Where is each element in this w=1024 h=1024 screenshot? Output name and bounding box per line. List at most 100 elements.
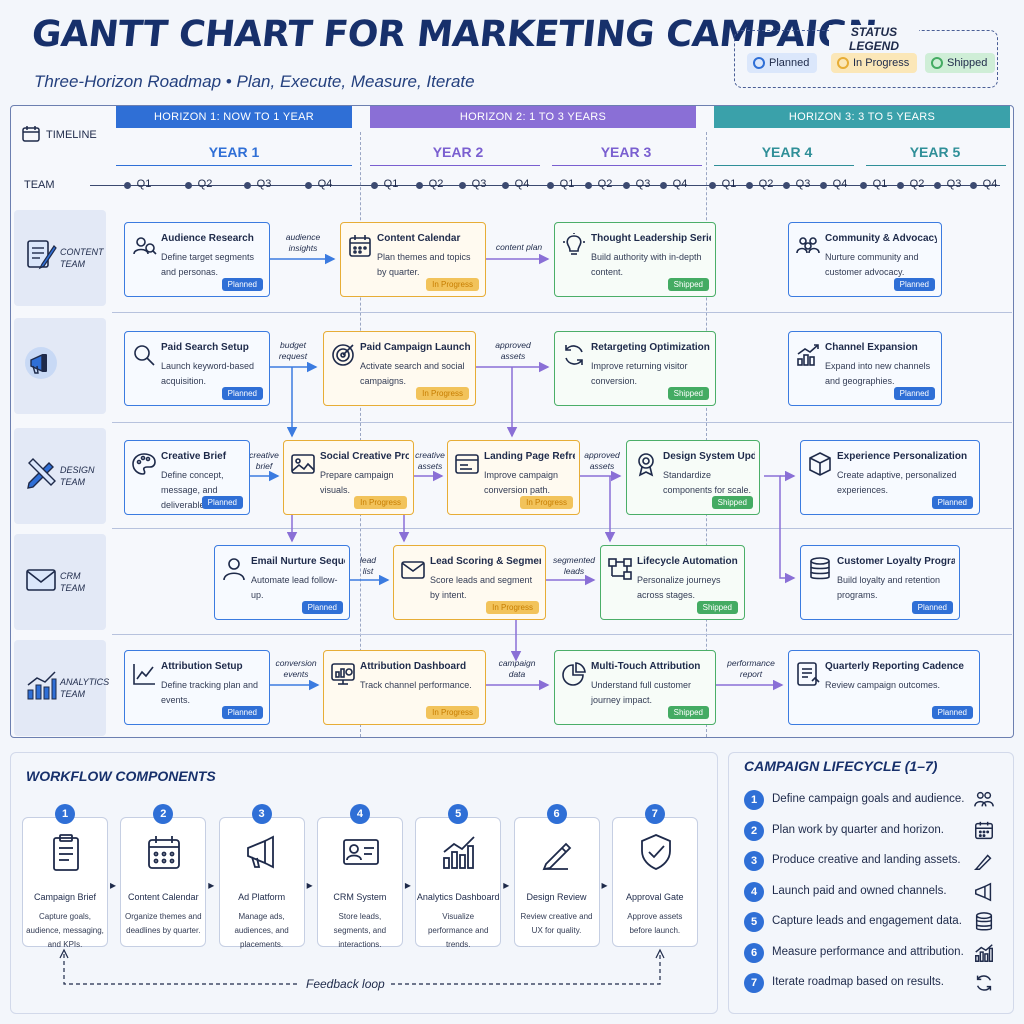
quarter-label: Q1 xyxy=(136,178,152,190)
cube-icon xyxy=(809,452,831,476)
connector-arrows xyxy=(250,253,796,691)
year-4-label: YEAR 4 xyxy=(761,144,813,160)
legend-title: STATUS LEGEND xyxy=(829,25,919,53)
growth-chart-icon xyxy=(797,344,819,366)
timeline-tick xyxy=(459,182,466,189)
legend-shipped: Shipped xyxy=(925,53,996,73)
task-card[interactable]: Design System UpdateStandardize componen… xyxy=(626,440,760,515)
team-content: CONTENT TEAM xyxy=(14,210,106,306)
status-badge: Planned xyxy=(201,496,243,509)
task-description: Score leads and segment by intent. xyxy=(430,575,533,600)
workflow-arrow-icon: ▸ xyxy=(601,878,608,892)
task-description: Track channel performance. xyxy=(360,680,472,690)
lifecycle-step-text: Capture leads and engagement data. xyxy=(772,915,962,927)
in-progress-dot-icon xyxy=(837,57,849,69)
task-title: Paid Campaign Launch xyxy=(360,342,471,353)
task-description: Expand into new channels and geographies… xyxy=(825,361,931,386)
lifecycle-step-text: Launch paid and owned channels. xyxy=(772,884,947,897)
workflow-card-title: Approval Gate xyxy=(626,892,684,902)
calendar-icon xyxy=(975,821,993,839)
megaphone-icon xyxy=(25,347,57,379)
bar-chart-icon xyxy=(27,671,57,700)
workflow-step-number: 3 xyxy=(251,804,272,824)
year-2-label: YEAR 2 xyxy=(432,144,484,160)
connector-label: conversion events xyxy=(275,658,317,679)
year-2-underline xyxy=(370,165,540,166)
task-title: Community & Advocacy xyxy=(825,233,937,244)
workflow-step-number: 1 xyxy=(55,804,75,824)
workflow-arrow-icon: ▸ xyxy=(208,878,215,892)
quarter-label: Q2 xyxy=(597,178,613,190)
team-name: CONTENT TEAM xyxy=(60,247,104,269)
connector-label: budget request xyxy=(278,340,308,361)
horizon-divider-1 xyxy=(360,132,361,737)
lifecycle-step-text: Plan work by quarter and horizon. xyxy=(772,823,944,836)
image-icon xyxy=(291,454,315,474)
timeline-tick xyxy=(897,182,904,189)
calendar-icon xyxy=(349,235,371,257)
task-card[interactable]: Social Creative ProductionPrepare campai… xyxy=(283,440,414,515)
dashboard-icon xyxy=(331,663,355,685)
lifecycle-step-number: 1 xyxy=(744,790,764,810)
envelope-icon xyxy=(26,569,56,591)
quarter-label: Q2 xyxy=(428,178,444,190)
workflow-step-number: 7 xyxy=(644,804,665,824)
lifecycle-step-number: 2 xyxy=(744,820,764,841)
document-pencil-icon xyxy=(27,240,57,270)
quarter-label: Q1 xyxy=(872,178,888,190)
line-chart-icon xyxy=(133,664,155,685)
connector-label: approved assets xyxy=(584,450,620,471)
timeline-tick xyxy=(970,182,977,189)
task-title: Lifecycle Automation xyxy=(637,556,738,567)
workflow-card-description: Store leads, segments, and interactions. xyxy=(333,912,387,949)
quarter-label: Q4 xyxy=(982,178,998,190)
task-card[interactable]: Email Nurture SequenceAutomate lead foll… xyxy=(214,545,350,620)
planned-dot-icon xyxy=(753,57,765,69)
quarter-label: Q4 xyxy=(672,178,688,190)
task-card[interactable]: Landing Page RefreshImprove campaign con… xyxy=(447,440,580,515)
task-description: Improve campaign conversion path. xyxy=(484,470,559,495)
task-card[interactable]: Lead Scoring & SegmentationScore leads a… xyxy=(393,545,546,620)
workflow-card-title: Design Review xyxy=(526,892,587,902)
timeline-tick xyxy=(185,182,192,189)
connector-label: creative brief xyxy=(249,450,279,471)
connector-label: campaign data xyxy=(498,658,536,679)
workflow-step-number: 2 xyxy=(153,804,174,824)
workflow-arrow-icon: ▸ xyxy=(503,878,510,892)
status-badge: In Progress xyxy=(426,706,479,719)
timeline-tick xyxy=(416,182,423,189)
team-name: DESIGN TEAM xyxy=(60,465,95,487)
pencil-ruler-icon xyxy=(27,458,56,489)
status-badge: Planned xyxy=(931,496,973,509)
timeline-axis xyxy=(90,185,1000,186)
refresh-icon xyxy=(565,345,583,365)
megaphone-icon xyxy=(975,882,992,901)
workflow-title: WORKFLOW COMPONENTS xyxy=(26,768,216,784)
task-title: Multi-Touch Attribution xyxy=(591,661,701,672)
workflow-card-description: Capture goals, audience, messaging, and … xyxy=(26,912,104,949)
status-badge: Shipped xyxy=(711,496,753,509)
